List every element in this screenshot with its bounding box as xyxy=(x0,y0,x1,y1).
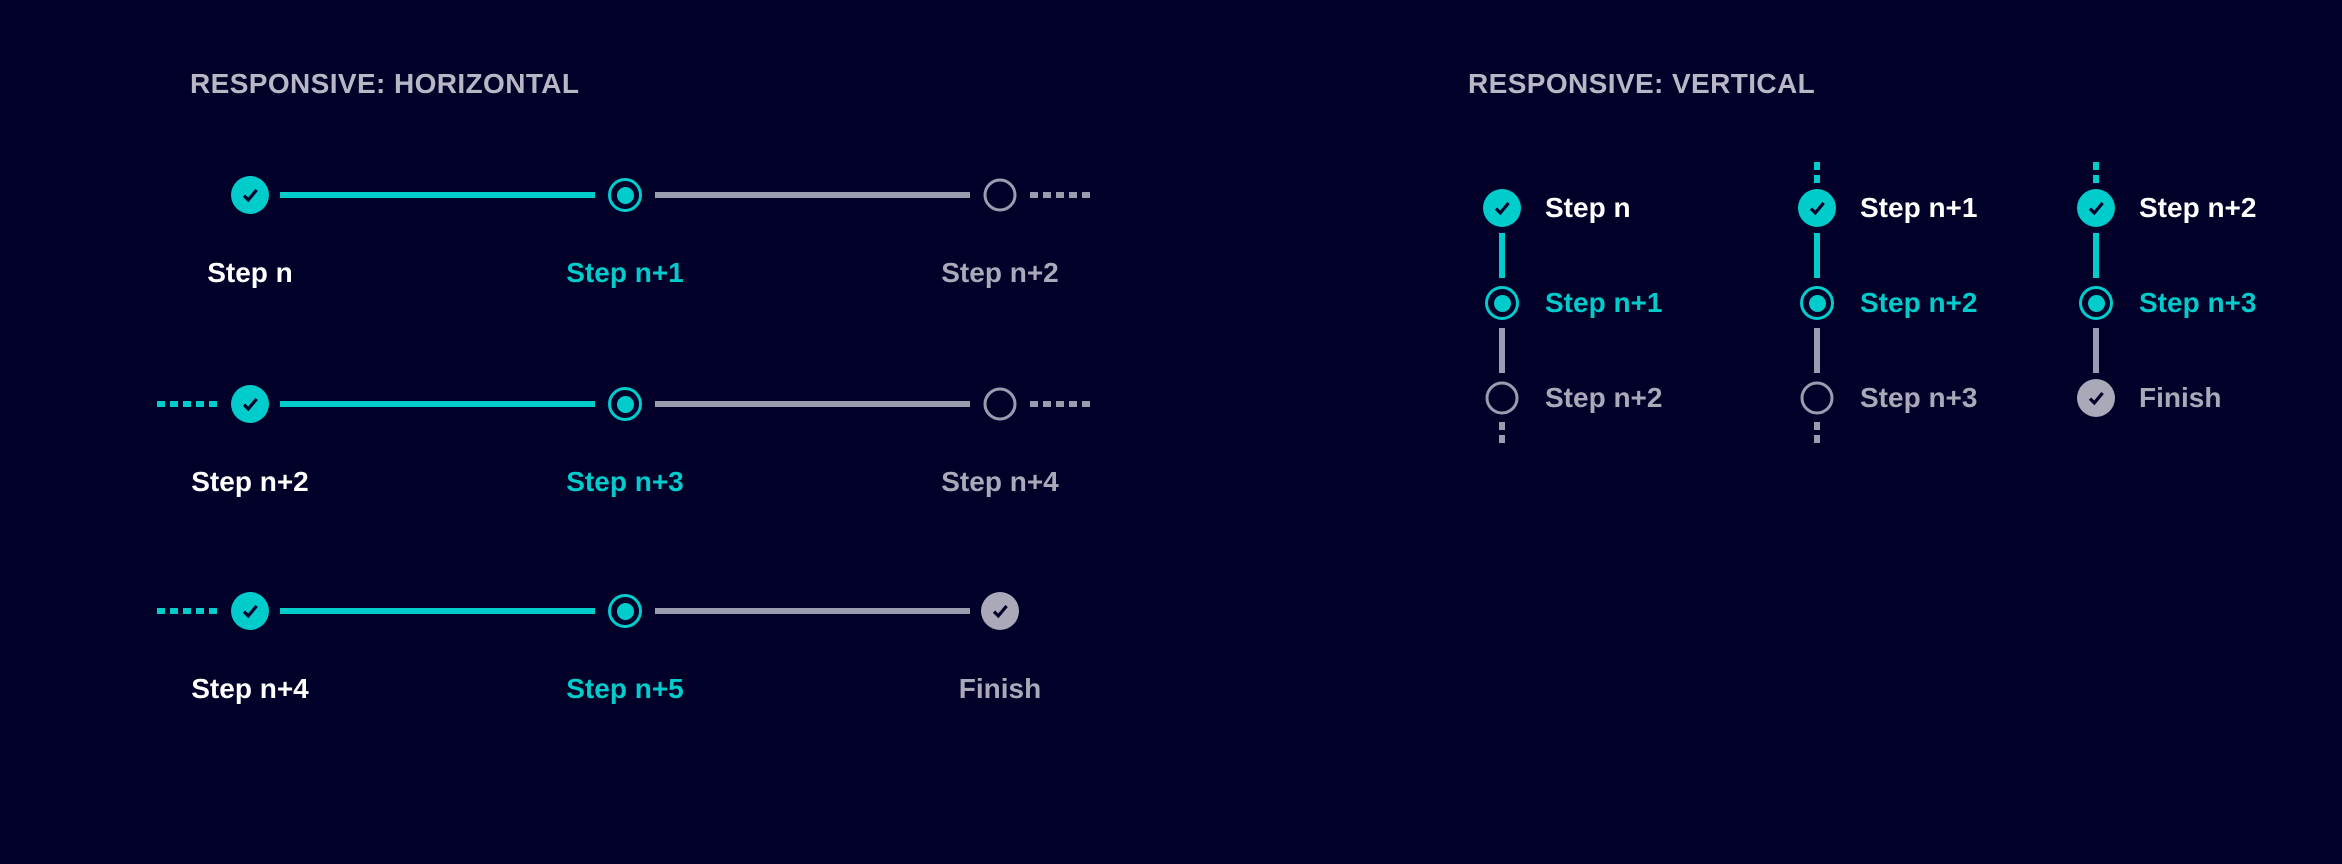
step-finish-circle[interactable] xyxy=(981,592,1019,630)
step-label[interactable]: Step n+4 xyxy=(191,673,309,704)
connector-line-pending xyxy=(655,401,970,407)
step-active-circle[interactable] xyxy=(1485,286,1519,320)
connector-line-pending xyxy=(1814,328,1820,373)
step-pending-circle[interactable] xyxy=(1800,381,1834,415)
active-dot xyxy=(616,602,634,620)
check-icon xyxy=(2084,196,2108,220)
step-finish-circle[interactable] xyxy=(2077,379,2115,417)
step-label[interactable]: Finish xyxy=(2139,382,2222,413)
active-dot xyxy=(616,186,634,204)
check-icon xyxy=(2084,386,2108,410)
connector-line-pending xyxy=(2093,328,2099,373)
step-active-circle[interactable] xyxy=(608,594,642,628)
step-pending-circle[interactable] xyxy=(983,178,1017,212)
step-done-circle[interactable] xyxy=(1483,189,1521,227)
step-done-circle[interactable] xyxy=(231,176,269,214)
connector-line-completed xyxy=(280,401,595,407)
connector-line-completed xyxy=(280,192,595,198)
step-active-circle[interactable] xyxy=(1800,286,1834,320)
step-label[interactable]: Step n+1 xyxy=(1545,287,1663,318)
step-label[interactable]: Step n+5 xyxy=(566,673,684,704)
connector-line-pending xyxy=(1499,328,1505,373)
step-done-circle[interactable] xyxy=(231,592,269,630)
check-icon xyxy=(1490,196,1514,220)
step-label[interactable]: Step n+3 xyxy=(566,466,684,497)
step-pending-circle[interactable] xyxy=(1485,381,1519,415)
connector-line-completed xyxy=(2093,233,2099,278)
check-icon xyxy=(238,599,262,623)
step-label[interactable]: Finish xyxy=(958,673,1042,704)
check-icon xyxy=(238,183,262,207)
step-done-circle[interactable] xyxy=(2077,189,2115,227)
active-dot xyxy=(616,395,634,413)
continuation-dashes-after xyxy=(1814,422,1820,443)
step-done-circle[interactable] xyxy=(1798,189,1836,227)
connector-line-completed xyxy=(1499,233,1505,278)
connector-line-completed xyxy=(1814,233,1820,278)
step-label[interactable]: Step n+2 xyxy=(2139,192,2257,223)
active-dot xyxy=(1808,294,1826,312)
active-dot xyxy=(1493,294,1511,312)
step-pending-circle[interactable] xyxy=(983,387,1017,421)
step-label[interactable]: Step n xyxy=(207,257,293,288)
connector-line-completed xyxy=(280,608,595,614)
step-label[interactable]: Step n xyxy=(1545,192,1631,223)
step-done-circle[interactable] xyxy=(231,385,269,423)
step-label[interactable]: Step n+3 xyxy=(1860,382,1978,413)
continuation-dashes-after xyxy=(1030,192,1093,198)
step-label[interactable]: Step n+1 xyxy=(1860,192,1978,223)
step-label[interactable]: Step n+1 xyxy=(566,257,684,288)
check-icon xyxy=(1805,196,1829,220)
step-label[interactable]: Step n+4 xyxy=(941,466,1059,497)
active-dot xyxy=(2087,294,2105,312)
step-label[interactable]: Step n+2 xyxy=(941,257,1059,288)
continuation-dashes-after xyxy=(1499,422,1505,443)
continuation-dashes-after xyxy=(1030,401,1093,407)
step-label[interactable]: Step n+2 xyxy=(191,466,309,497)
continuation-dashes-before xyxy=(157,401,220,407)
continuation-dashes-before xyxy=(1814,162,1820,183)
check-icon xyxy=(238,392,262,416)
vertical-section-title: RESPONSIVE: VERTICAL xyxy=(1468,68,1816,99)
continuation-dashes-before xyxy=(157,608,220,614)
connector-line-pending xyxy=(655,608,970,614)
step-active-circle[interactable] xyxy=(608,178,642,212)
step-label[interactable]: Step n+3 xyxy=(2139,287,2257,318)
step-active-circle[interactable] xyxy=(2079,286,2113,320)
step-active-circle[interactable] xyxy=(608,387,642,421)
step-label[interactable]: Step n+2 xyxy=(1860,287,1978,318)
step-label[interactable]: Step n+2 xyxy=(1545,382,1663,413)
continuation-dashes-before xyxy=(2093,162,2099,183)
connector-line-pending xyxy=(655,192,970,198)
check-icon xyxy=(988,599,1012,623)
horizontal-section-title: RESPONSIVE: HORIZONTAL xyxy=(190,68,580,99)
